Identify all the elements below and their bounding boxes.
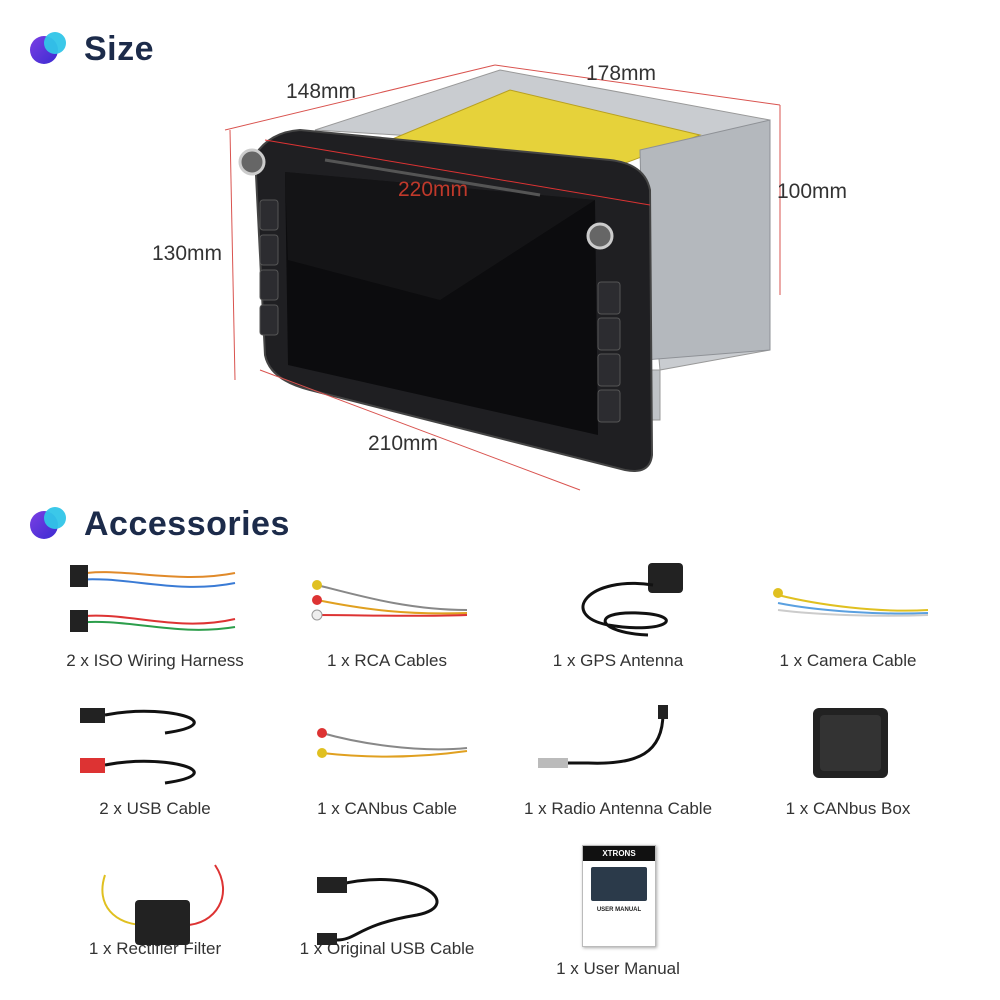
right-buttons — [597, 281, 621, 423]
accessory-user-manual: XTRONS USER MANUAL 1 x User Manual — [493, 845, 743, 979]
camera-cable-icon — [758, 555, 938, 645]
accessory-original-usb-cable: 1 x Original USB Cable — [262, 845, 512, 959]
usb-original-icon — [297, 845, 477, 945]
accessories-title: Accessories — [84, 505, 290, 543]
dimension-depth: 148mm — [286, 80, 357, 103]
size-title: Size — [84, 30, 155, 68]
accessory-label: 2 x ISO Wiring Harness — [66, 651, 244, 670]
manual-title: USER MANUAL — [596, 907, 642, 913]
manual-brand: XTRONS — [583, 846, 655, 861]
usb-cable-icon — [65, 703, 245, 793]
dimension-rear-height: 100mm — [777, 180, 848, 203]
dimension-screen-width: 210mm — [368, 432, 439, 455]
accessory-label: 1 x Radio Antenna Cable — [523, 799, 713, 818]
accessory-label: 1 x Original USB Cable — [299, 939, 475, 958]
accessory-label: 1 x CANbus Cable — [317, 799, 457, 818]
chassis-side — [639, 119, 771, 361]
canbus-box-icon — [758, 703, 938, 793]
size-section-header: Size — [30, 30, 154, 69]
volume-knob — [238, 148, 266, 176]
accessory-label: 1 x RCA Cables — [327, 651, 447, 670]
user-manual-icon: XTRONS USER MANUAL — [528, 845, 708, 955]
accessory-wiring-harness: 2 x ISO Wiring Harness — [30, 555, 280, 671]
device-figure: 148mm 178mm 220mm 100mm 130mm 210mm — [140, 60, 880, 500]
disc-slot — [324, 158, 541, 197]
accessory-label: 1 x GPS Antenna — [552, 651, 684, 670]
brand-dot-icon — [30, 31, 70, 68]
accessory-canbus-box: 1 x CANbus Box — [723, 703, 973, 819]
accessories-section-header: Accessories — [30, 505, 290, 544]
dimension-rear-width: 178mm — [586, 62, 657, 85]
dimension-front-width: 220mm — [398, 178, 469, 201]
rca-cable-icon — [297, 555, 477, 645]
accessory-label: 1 x User Manual — [556, 959, 680, 978]
brand-dot-icon — [30, 506, 70, 543]
radio-antenna-icon — [528, 703, 708, 793]
canbus-cable-icon — [297, 703, 477, 793]
accessory-radio-antenna: 1 x Radio Antenna Cable — [493, 703, 743, 819]
accessory-rca-cables: 1 x RCA Cables — [262, 555, 512, 671]
accessory-label: 1 x CANbus Box — [785, 799, 911, 818]
accessory-usb-cable: 2 x USB Cable — [30, 703, 280, 819]
accessory-label: 1 x Camera Cable — [779, 651, 917, 670]
dimension-front-height: 130mm — [152, 242, 223, 265]
dimension-lines — [224, 64, 781, 491]
rectifier-filter-icon — [65, 845, 245, 945]
accessory-rectifier-filter: 1 x Rectifier Filter — [30, 845, 280, 959]
accessory-label: 2 x USB Cable — [99, 799, 211, 818]
accessory-canbus-cable: 1 x CANbus Cable — [262, 703, 512, 819]
accessory-camera-cable: 1 x Camera Cable — [723, 555, 973, 671]
left-buttons — [259, 199, 279, 336]
accessory-gps-antenna: 1 x GPS Antenna — [493, 555, 743, 671]
gps-antenna-icon — [528, 555, 708, 645]
head-unit-illustration — [224, 64, 781, 491]
wiring-harness-icon — [65, 555, 245, 645]
tune-knob — [586, 222, 614, 250]
